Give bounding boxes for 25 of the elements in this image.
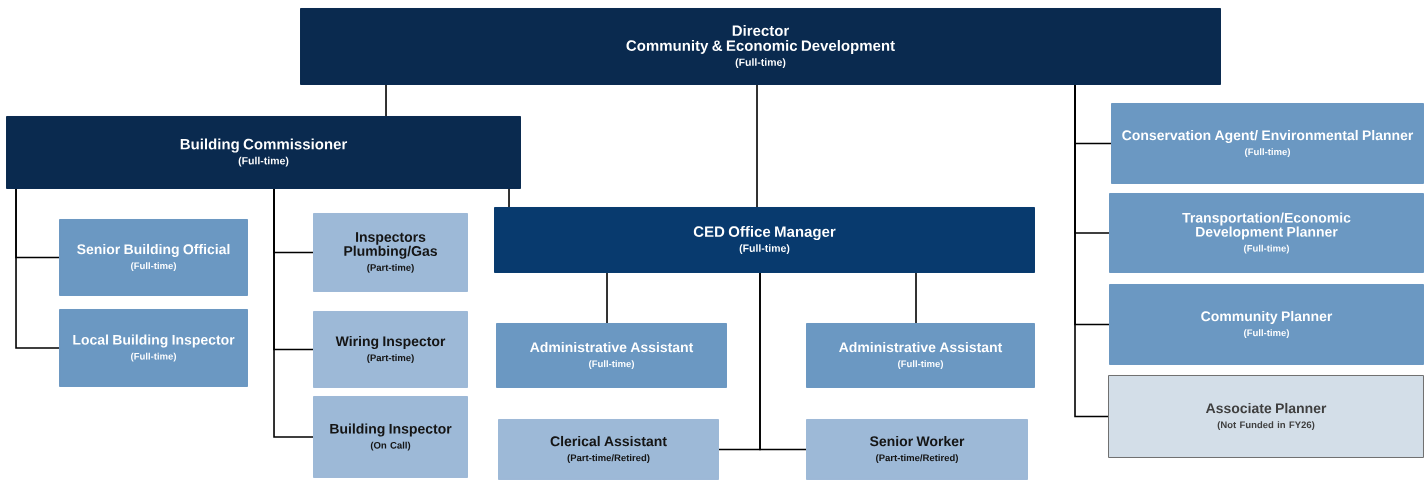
position-box: Building Inspector (On Call) xyxy=(313,396,468,478)
connector-line xyxy=(15,188,60,349)
connector-line xyxy=(756,84,758,208)
connector-line xyxy=(606,272,608,324)
position-box: Community Planner (Full-time) xyxy=(1109,284,1424,365)
position-box: Senior Building Official (Full-time) xyxy=(59,219,248,296)
position-box: Associate Planner (Not Funded in FY26) xyxy=(1108,375,1424,458)
position-box: Conservation Agent/ Environmental Planner (Full-time) xyxy=(1111,103,1424,184)
connector-line xyxy=(385,84,387,117)
position-box: Building Commissioner (Full-time) xyxy=(6,116,521,189)
connector-line xyxy=(1074,84,1109,418)
position-box: Local Building Inspector (Full-time) xyxy=(59,309,248,387)
connector-line xyxy=(273,188,314,438)
position-box: CED Office Manager (Full-time) xyxy=(494,207,1035,273)
connector-line xyxy=(508,188,510,208)
position-box: Administrative Assistant (Full-time) xyxy=(496,323,727,388)
position-box: Administrative Assistant (Full-time) xyxy=(806,323,1035,388)
position-box: Senior Worker (Part-time/Retired) xyxy=(806,419,1028,480)
position-box: Wiring Inspector (Part-time) xyxy=(313,311,468,388)
position-box: Director Community & Economic Development (Full-time) xyxy=(300,8,1221,85)
position-box: Transportation/Economic Development Planner (Full-time) xyxy=(1109,193,1424,273)
position-box: Clerical Assistant (Part-time/Retired) xyxy=(498,419,719,480)
position-box: Inspectors Plumbing/Gas (Part-time) xyxy=(313,213,468,292)
connector-line xyxy=(915,272,917,324)
connector-line xyxy=(759,272,807,451)
